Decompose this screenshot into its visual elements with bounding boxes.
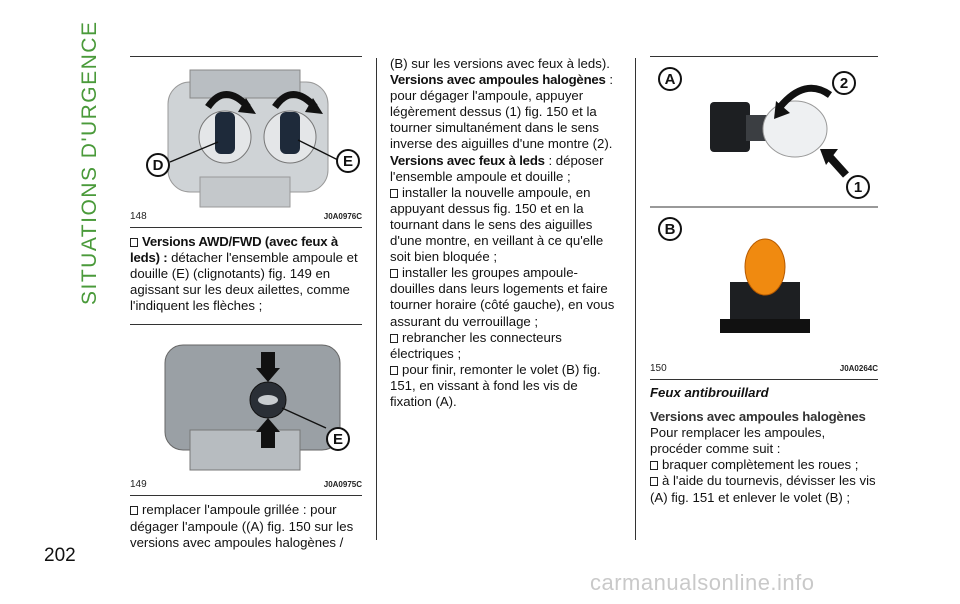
callout-e: E xyxy=(326,427,350,452)
page-number: 202 xyxy=(44,545,76,566)
intro-text: Pour remplacer les ampoules, procéder co… xyxy=(650,425,826,457)
headlamp-sockets-illustration xyxy=(167,69,343,208)
heading-fog-lights: Feux antibrouillard xyxy=(650,385,769,400)
figure-number: 150 xyxy=(650,362,667,374)
column-2: (B) sur les versions avec feux à leds). … xyxy=(390,56,622,410)
bulb-illustration xyxy=(650,84,878,333)
checkbox-bullet-icon xyxy=(390,188,398,198)
checkbox-bullet-icon xyxy=(650,461,658,471)
checkbox-bullet-icon xyxy=(390,333,398,343)
list-item: installer les groupes ampoule-douilles d… xyxy=(390,265,615,329)
list-item: rebrancher les connecteurs électriques ; xyxy=(390,329,562,361)
figure-149: E 149 J0A0975C xyxy=(130,324,362,497)
section-title: SITUATIONS D'URGENCE xyxy=(78,20,101,305)
list-item: installer la nouvelle ampoule, en appuya… xyxy=(390,184,604,265)
checkbox-bullet-icon xyxy=(390,269,398,279)
figure-148: D E 148 J0A0976C xyxy=(130,56,362,228)
callout-a: A xyxy=(658,67,682,91)
list-item: pour finir, remonter le volet (B) fig. 1… xyxy=(390,361,601,409)
column-separator xyxy=(635,58,636,540)
column-3: A 2 1 B 150 J0A0264C Feux antibrouillard… xyxy=(650,56,878,506)
checkbox-bullet-icon xyxy=(390,365,398,375)
callout-d: D xyxy=(146,153,170,177)
figure-150: A 2 1 B 150 J0A0264C xyxy=(650,56,878,380)
subheading-halogen: Versions avec ampoules halogènes xyxy=(650,409,866,425)
list-item: braquer complètement les roues ; xyxy=(650,457,878,473)
figure-code: J0A0975C xyxy=(323,480,362,490)
checkbox-bullet-icon xyxy=(130,238,138,247)
callout-e: E xyxy=(336,149,360,173)
callout-1: 1 xyxy=(846,175,870,199)
indicator-socket-illustration xyxy=(164,344,341,471)
figure-code: J0A0976C xyxy=(323,211,362,221)
list-item: à l'aide du tournevis, dévisser les vis … xyxy=(650,473,876,505)
callout-2: 2 xyxy=(832,71,856,95)
checkbox-bullet-icon xyxy=(130,506,138,516)
column-separator xyxy=(376,58,377,540)
paragraph-halogen: (B) sur les versions avec feux à leds). … xyxy=(390,56,614,184)
watermark: carmanualsonline.info xyxy=(590,570,815,595)
checkbox-bullet-icon xyxy=(650,477,658,487)
figure-code: J0A0264C xyxy=(839,363,878,373)
callout-b: B xyxy=(658,217,682,241)
column-1: D E 148 J0A0976C Versions AWD/FWD (avec … xyxy=(130,56,362,551)
figure-number: 148 xyxy=(130,210,147,222)
paragraph-awd: Versions AWD/FWD (avec feux à leds) : dé… xyxy=(130,234,358,314)
paragraph-replace: remplacer l'ampoule grillée : pour dégag… xyxy=(130,502,354,550)
figure-number: 149 xyxy=(130,479,147,491)
